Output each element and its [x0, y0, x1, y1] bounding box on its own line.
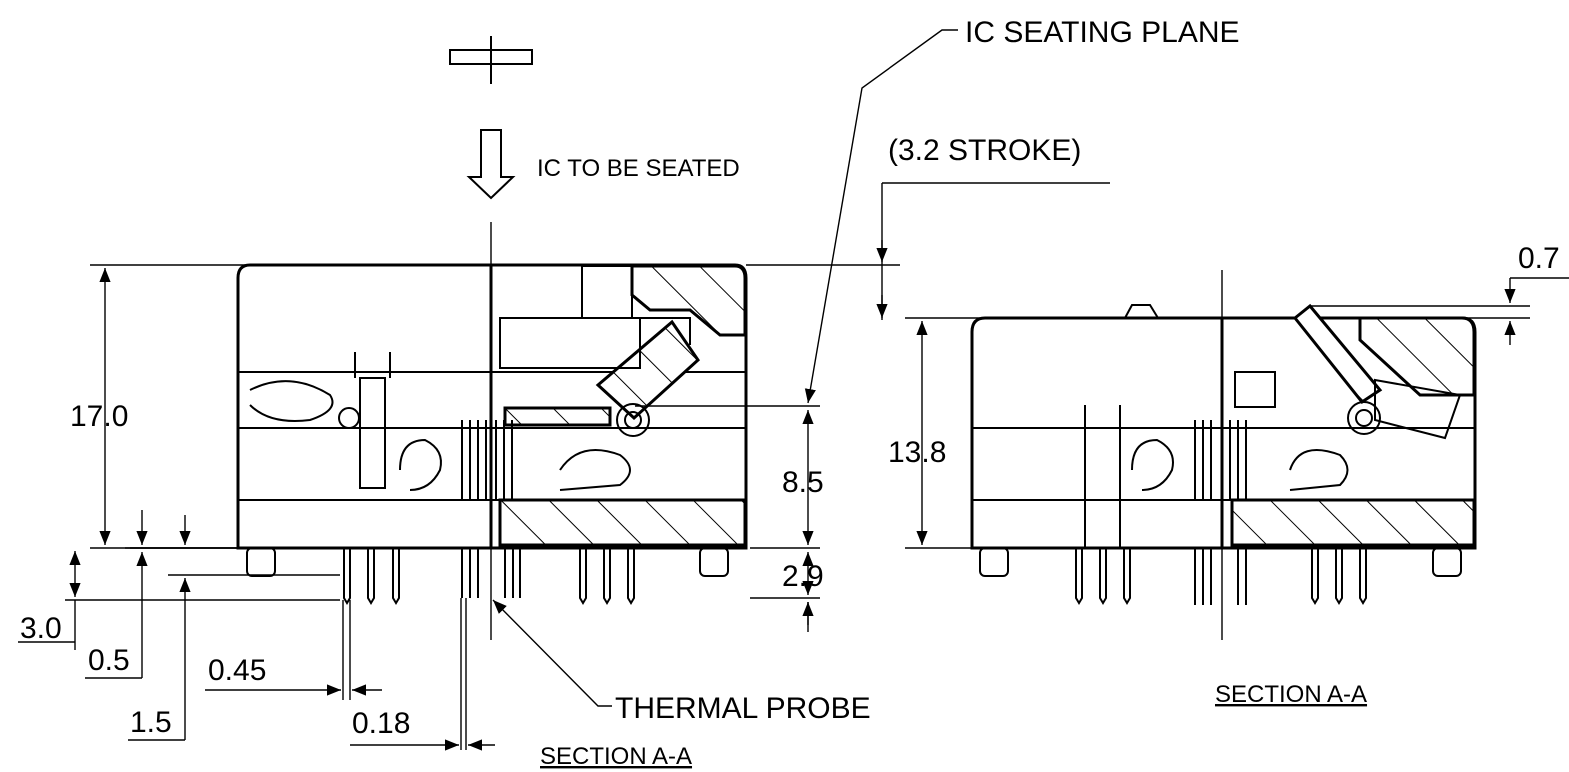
dim-0-18: 0.18 — [352, 707, 410, 740]
datum-symbol — [449, 36, 533, 84]
down-arrow-icon — [466, 129, 516, 200]
stroke-label: (3.2 STROKE) — [888, 134, 1081, 167]
left-section-view — [18, 29, 1110, 751]
dim-3-0: 3.0 — [20, 612, 62, 645]
dim-17-0: 17.0 — [70, 400, 128, 433]
contact-springs-right — [1194, 420, 1247, 500]
cover-hatch-right — [1358, 316, 1476, 397]
ic-to-be-seated-label: IC TO BE SEATED — [537, 155, 740, 182]
dim-13-8: 13.8 — [888, 436, 946, 469]
dim-1-5: 1.5 — [130, 706, 172, 739]
pins-right — [979, 547, 1462, 605]
dim-2-9: 2.9 — [782, 560, 824, 593]
dim-8-5: 8.5 — [782, 466, 824, 499]
dim-0-45: 0.45 — [208, 654, 266, 687]
base-hatch-right — [1230, 498, 1476, 547]
right-section-view — [905, 270, 1569, 640]
ic-seating-plane-label: IC SEATING PLANE — [965, 16, 1240, 49]
pins-left — [246, 547, 729, 750]
latch-hatch-right — [1292, 303, 1383, 405]
base-hatch-left — [498, 498, 747, 547]
section-label-right: SECTION A-A — [1215, 681, 1367, 708]
dim-0-5: 0.5 — [88, 644, 130, 677]
contact-hatch — [503, 406, 612, 427]
thermal-probe-label: THERMAL PROBE — [615, 692, 871, 725]
cover-hatch — [630, 264, 747, 337]
contact-springs-left — [461, 420, 513, 500]
section-label-left: SECTION A-A — [540, 743, 692, 770]
dim-0-7: 0.7 — [1518, 242, 1560, 275]
latch-hatch-left — [595, 319, 700, 421]
